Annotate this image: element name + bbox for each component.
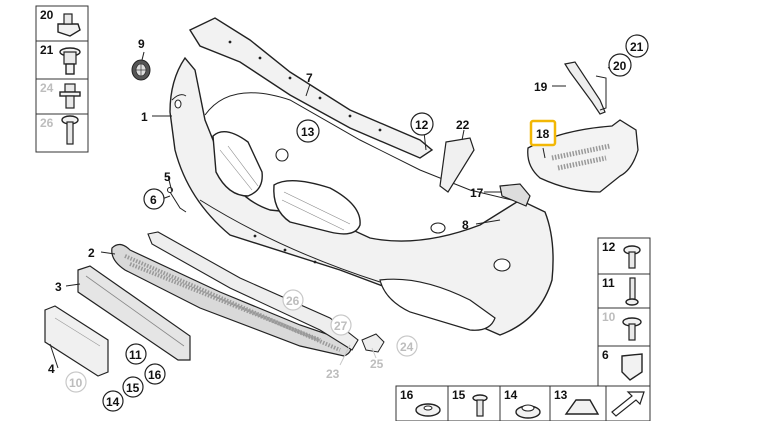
callout-10-circle [65, 371, 87, 393]
callout-12-circle [410, 112, 434, 136]
callout-13-circle [296, 119, 320, 143]
callout-8: 8 [462, 218, 469, 232]
callout-4: 4 [48, 362, 55, 376]
left-col-label-26: 26 [40, 116, 54, 130]
navigation-arrow-icon [605, 385, 651, 422]
callout-27: 27 [334, 319, 348, 333]
callout-20: 20 [613, 59, 627, 73]
bottom-label-14: 14 [504, 388, 518, 402]
right-parts-column: 12 11 10 6 [597, 237, 651, 389]
front-bumper-assembly [169, 17, 554, 336]
callout-21-circle [625, 34, 649, 58]
left-col-label-20: 20 [40, 8, 54, 22]
screw-10-icon [622, 317, 642, 341]
callout-25: 25 [370, 357, 384, 371]
bracket-22 [439, 137, 475, 193]
left-col-label-21: 21 [40, 43, 54, 57]
right-col-label-12: 12 [602, 240, 616, 254]
bmw-emblem-icon [131, 59, 151, 81]
right-col-label-11: 11 [602, 276, 615, 290]
pin-11-icon [625, 277, 639, 306]
callout-5: 5 [164, 170, 171, 184]
right-col-label-10: 10 [602, 310, 616, 324]
screw-12-icon [623, 245, 641, 269]
bottom-label-16: 16 [400, 388, 414, 402]
expanding-rivet-icon [59, 83, 81, 109]
callout-20-circle [608, 53, 632, 77]
callout-9: 9 [138, 37, 145, 51]
lower-grille-part [111, 243, 352, 357]
callout-24: 24 [400, 340, 414, 354]
callout-17: 17 [470, 186, 484, 200]
bottom-parts-row: 16 15 14 13 [395, 385, 651, 422]
callout-3: 3 [55, 280, 62, 294]
callout-14: 14 [106, 395, 120, 409]
license-plate-bracket [77, 265, 191, 361]
callout-1: 1 [141, 110, 148, 124]
left-col-label-24: 24 [40, 81, 54, 95]
callout-12: 12 [415, 118, 429, 132]
callout-2: 2 [88, 246, 95, 260]
grommet-14-icon [515, 404, 541, 419]
callout-22: 22 [456, 118, 470, 132]
callout-14-circle [102, 390, 124, 412]
callout-26-circle [282, 289, 304, 311]
clip-6-icon [621, 353, 643, 381]
callout-7: 7 [306, 71, 313, 85]
callout-18-highlight [529, 119, 557, 147]
small-bolt-part [167, 187, 187, 213]
callout-18: 18 [536, 127, 550, 141]
bracket-19 [564, 61, 607, 115]
cap-13-icon [564, 399, 600, 415]
clip-nut-icon [57, 13, 81, 37]
callout-6: 6 [150, 193, 157, 207]
callout-11: 11 [129, 348, 142, 362]
callout-13: 13 [301, 125, 315, 139]
callout-16-circle [144, 363, 166, 385]
callout-15: 15 [126, 381, 140, 395]
clip-25 [361, 333, 385, 353]
bottom-label-15: 15 [452, 388, 466, 402]
callout-16: 16 [148, 368, 162, 382]
bracket-17 [499, 183, 531, 207]
callout-27-circle [330, 314, 352, 336]
callout-10: 10 [69, 376, 83, 390]
screw-15-icon [472, 394, 488, 417]
callout-15-circle [122, 376, 144, 398]
right-col-label-6: 6 [602, 348, 609, 362]
lower-trim-strip [147, 231, 359, 351]
callout-26: 26 [286, 294, 300, 308]
callout-labels: 1 2 3 4 5 6 7 8 9 10 11 12 13 14 15 16 1… [48, 34, 649, 412]
callout-23: 23 [326, 367, 340, 381]
callout-6-circle [143, 188, 165, 210]
left-parts-column: 20 21 24 26 [35, 5, 89, 153]
washer-16-icon [415, 403, 441, 417]
plastic-nut-icon [59, 47, 81, 75]
callout-21: 21 [630, 40, 644, 54]
bottom-label-13: 13 [554, 388, 568, 402]
callout-24-circle [396, 335, 418, 357]
screw-icon [61, 115, 79, 145]
license-plate [44, 305, 109, 377]
callout-11-circle [125, 343, 147, 365]
callout-19: 19 [534, 80, 548, 94]
